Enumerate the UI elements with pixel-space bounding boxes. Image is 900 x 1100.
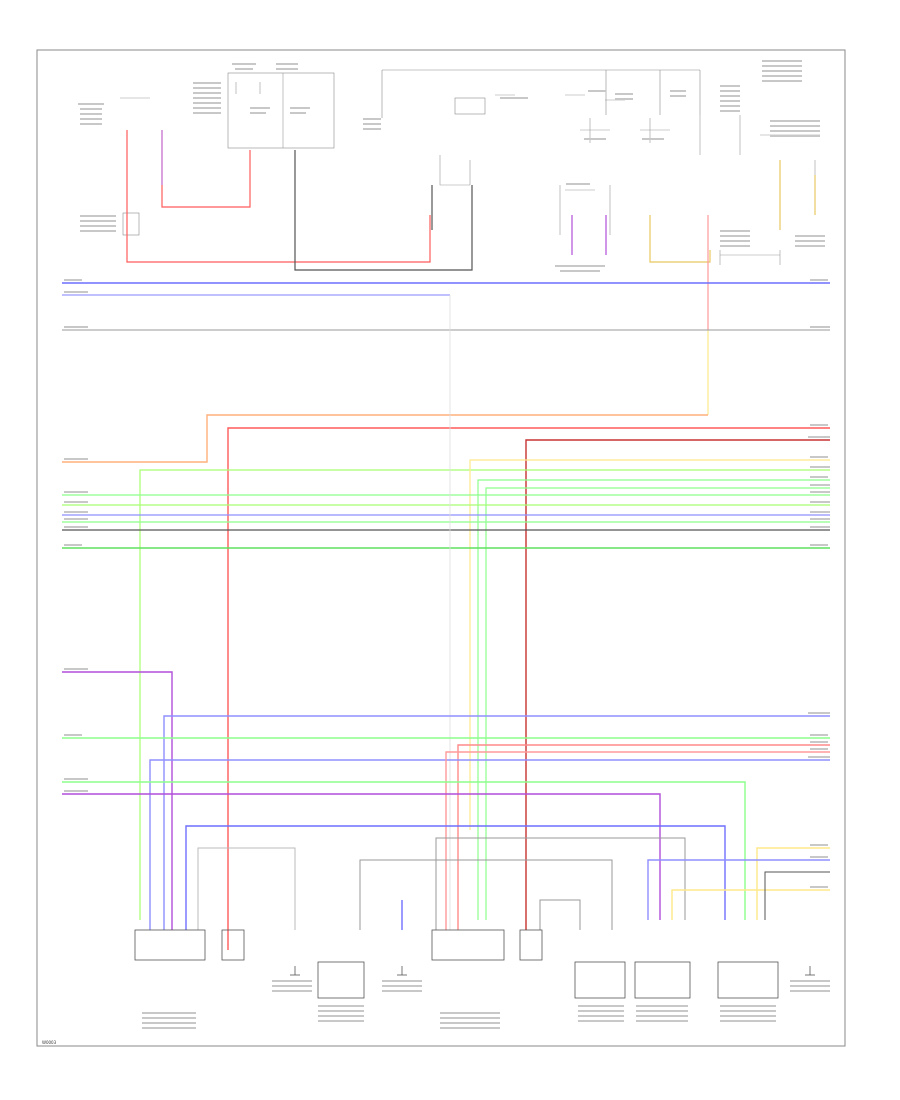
wire-blue-low-2	[149, 759, 830, 930]
wire-red-low-1	[457, 744, 830, 930]
wire-gray-low-3	[359, 859, 613, 930]
small-switch	[454, 97, 486, 115]
diagram-border	[36, 49, 846, 1047]
top-bus-line	[381, 69, 701, 118]
wire-gray-low-2	[435, 837, 686, 930]
wire-yellow-low-2	[671, 889, 830, 920]
wire-orange	[62, 414, 708, 463]
top-components	[120, 69, 820, 265]
wire-dark-top	[294, 150, 473, 271]
wire-blue-low-1	[163, 715, 830, 930]
wire-purple-small	[571, 215, 607, 255]
wire-red-main	[227, 427, 830, 950]
bus-wires	[62, 282, 830, 950]
wire-purple-low-2	[62, 793, 661, 920]
wire-yellow-bus	[469, 459, 830, 830]
sensor-right	[717, 961, 779, 999]
wire-green-2	[477, 479, 830, 920]
wire-label-blocks	[64, 279, 830, 888]
wire-green-1	[139, 469, 830, 920]
motor-left	[317, 961, 365, 999]
bottom-label-blocks	[142, 980, 830, 1029]
wire-green-3	[485, 487, 830, 920]
motor-right	[574, 961, 626, 999]
ground-symbol-icon	[290, 966, 815, 976]
wire-red-top-left	[126, 130, 431, 263]
relay-lines	[580, 115, 741, 155]
sensor-left	[634, 961, 691, 999]
wire-dark-low-1	[764, 871, 830, 920]
wire-red-top-mid	[161, 130, 251, 208]
wire-red-low-2	[445, 751, 830, 930]
wire-purple-1	[62, 671, 173, 930]
lower-wires	[62, 671, 830, 930]
wire-blue-low-4	[647, 859, 830, 920]
wire-gray-low-1	[197, 847, 296, 930]
footer-code: W0003	[42, 1040, 57, 1045]
wire-darkred-main	[525, 439, 830, 930]
wire-green-low-2	[62, 781, 746, 920]
wire-gray-low-4	[539, 899, 581, 930]
connector-small-left	[221, 929, 245, 961]
connector-mid	[431, 929, 505, 961]
wire-yellow-top	[649, 160, 781, 263]
relay-box-left	[122, 212, 140, 236]
fuse-box	[227, 72, 335, 149]
wire-yellow-low-1	[756, 847, 830, 920]
top-wires	[126, 130, 816, 415]
top-label-blocks	[78, 60, 825, 272]
connector-small-mid	[519, 929, 543, 961]
bottom-components	[134, 929, 779, 999]
wire-blue-low-3	[185, 825, 726, 930]
connector-left	[134, 929, 206, 961]
